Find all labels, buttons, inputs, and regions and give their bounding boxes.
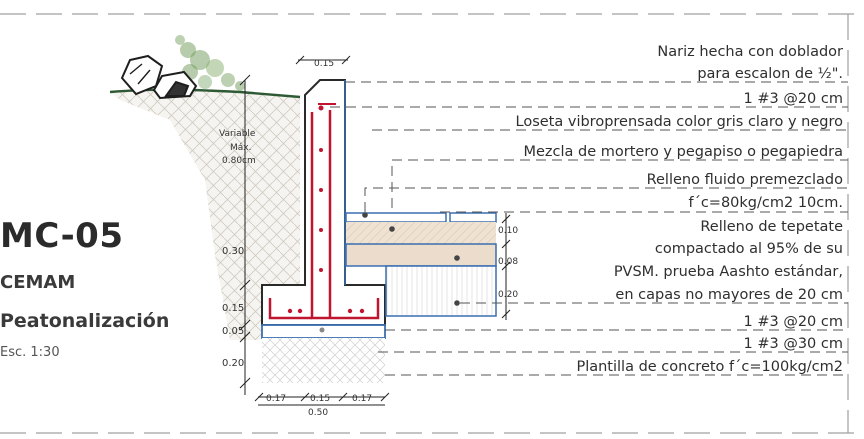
note-nariz-1: Nariz hecha con doblador (657, 44, 843, 60)
lean-concrete-base (261, 324, 386, 383)
dim-base-left: 0.17 (266, 394, 286, 404)
note-loseta: Loseta vibroprensada color gris claro y … (516, 114, 844, 130)
note-relleno-fluido-1: Relleno fluido premezclado (647, 172, 844, 188)
note-mortero: Mezcla de mortero y pegapiso o pegapiedr… (523, 144, 843, 160)
project-name: Peatonalización (0, 310, 170, 332)
organization-name: CEMAM (0, 272, 76, 293)
drawing-scale: Esc. 1:30 (0, 345, 60, 360)
note-tepetate-1: Relleno de tepetate (700, 219, 843, 235)
note-rebar-30: 1 #3 @30 cm (744, 336, 843, 352)
dim-005: 0.05 (222, 326, 244, 337)
dim-variable-3: 0.80cm (222, 156, 256, 166)
dim-layer-020: 0.20 (498, 290, 518, 300)
dim-layer-010: 0.10 (498, 226, 518, 236)
note-plantilla: Plantilla de concreto f´c=100kg/cm2 (576, 359, 843, 375)
note-rebar-20-bottom: 1 #3 @20 cm (744, 314, 843, 330)
drawing-border (0, 13, 864, 434)
dim-top-width: 0.15 (314, 59, 334, 69)
detail-code: MC-05 (0, 216, 124, 256)
dim-base-right: 0.17 (352, 394, 372, 404)
note-relleno-fluido-2: f´c=80kg/cm2 10cm. (688, 195, 843, 211)
note-tepetate-4: en capas no mayores de 20 cm (615, 287, 843, 303)
title-block: MC-05 CEMAM Peatonalización Esc. 1:30 (0, 0, 230, 439)
note-rebar-20-top: 1 #3 @20 cm (744, 91, 843, 107)
rocks (120, 54, 198, 100)
dimension-lines (239, 55, 511, 406)
dim-base-mid: 0.15 (310, 394, 330, 404)
dim-base-total: 0.50 (308, 408, 328, 418)
dim-030: 0.30 (222, 246, 244, 257)
note-nariz-2: para escalon de ½". (697, 66, 843, 82)
dim-variable-2: Máx. (230, 143, 251, 153)
dim-015: 0.15 (222, 303, 244, 314)
note-tepetate-2: compactado al 95% de su (655, 241, 843, 257)
pavement-layers (345, 212, 497, 317)
reinforcing-steel (268, 103, 380, 320)
dim-layer-008: 0.08 (498, 257, 518, 267)
dim-variable-1: Variable (219, 129, 256, 139)
rebar-points (287, 105, 365, 314)
leader-lines (330, 81, 848, 376)
dim-020: 0.20 (222, 358, 244, 369)
note-tepetate-3: PVSM. prueba Aashto estándar, (614, 264, 843, 280)
retaining-wall (261, 79, 386, 326)
annotation-notes: Nariz hecha con doblador para escalon de… (516, 44, 844, 375)
